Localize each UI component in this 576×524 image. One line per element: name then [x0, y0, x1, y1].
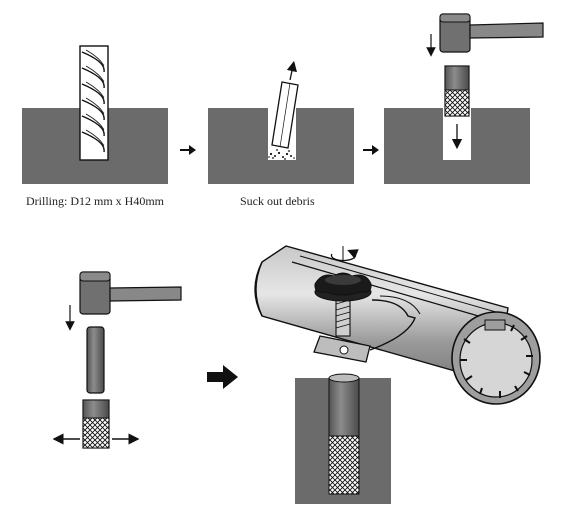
step-drilling	[22, 45, 168, 184]
anchor-sleeve-icon	[82, 399, 110, 449]
flow-arrow-icon	[363, 145, 379, 155]
step-mounted-assembly	[254, 245, 541, 504]
flow-arrow-icon	[207, 365, 238, 389]
step-expand-anchor	[52, 271, 182, 449]
flow-arrow-icon	[180, 145, 196, 155]
vacuum-tube-icon	[271, 60, 299, 149]
pipe-clamp-icon	[254, 245, 541, 405]
drill-bit-icon	[79, 45, 109, 161]
step-insert-anchor	[384, 13, 544, 184]
suck-out-caption: Suck out debris	[240, 194, 315, 208]
drilling-caption: Drilling: D12 mm x H40mm	[26, 194, 164, 208]
hammer-icon	[439, 13, 544, 53]
setting-pin-icon	[86, 326, 105, 394]
anchor-sleeve-icon	[444, 65, 470, 117]
step-suck-out	[208, 60, 354, 184]
hammer-icon	[79, 271, 182, 315]
rotation-arrow-icon	[330, 246, 359, 262]
star-knob-icon	[314, 272, 372, 302]
expanded-anchor-mesh	[328, 435, 360, 495]
debris-particles	[268, 149, 295, 160]
